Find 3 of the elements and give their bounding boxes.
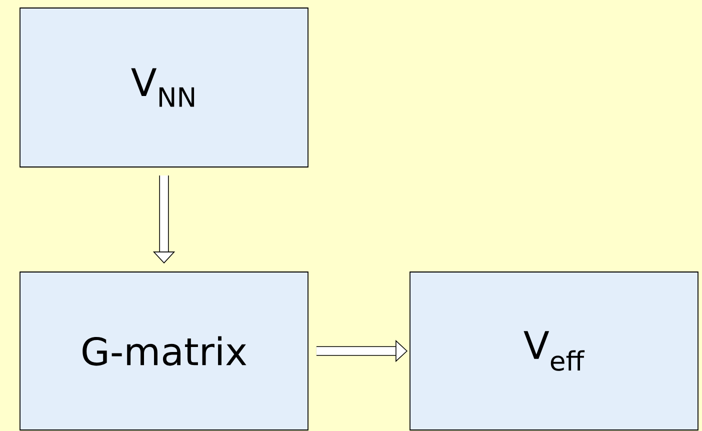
process-box: V$_{NN}$ — [20, 8, 308, 168]
process-box: G-matrix — [20, 272, 308, 430]
process-box: V$_{eff}$ — [410, 272, 698, 430]
